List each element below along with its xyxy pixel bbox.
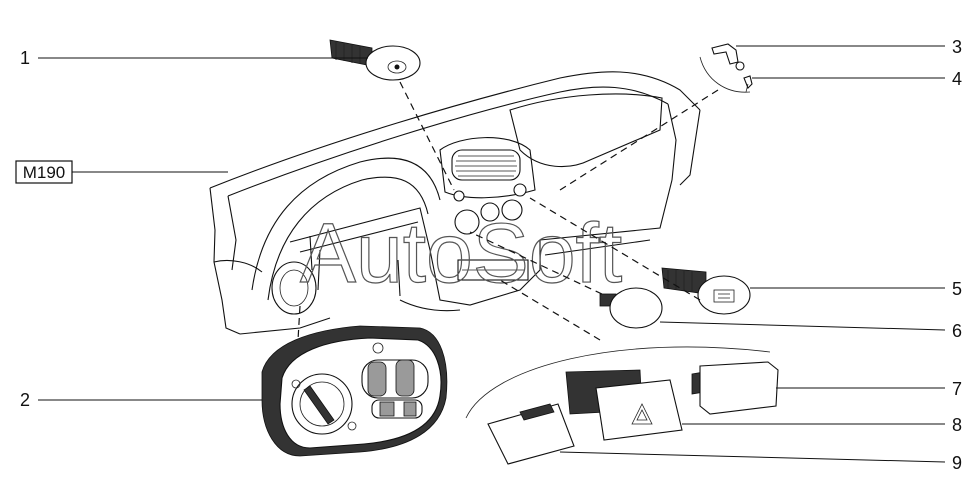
callout-8: 8 (952, 415, 962, 435)
parts-7-9-switch-group (465, 346, 779, 465)
dashboard-panel (209, 71, 701, 335)
part-6-round-plug (599, 287, 663, 329)
callout-1: 1 (20, 48, 30, 68)
callout-5: 5 (952, 279, 962, 299)
leader-lines (38, 45, 946, 463)
assembly-paths (297, 81, 719, 341)
callout-9: 9 (952, 453, 962, 473)
parts-3-4-fasteners (699, 43, 753, 93)
callout-7: 7 (952, 379, 962, 399)
section-code-box: M190 (15, 160, 73, 184)
callout-3: 3 (952, 37, 962, 57)
callout-6: 6 (952, 321, 962, 341)
callout-4: 4 (952, 69, 962, 89)
part-2-light-switch-module (261, 325, 448, 457)
watermark-text: AutoSoft (300, 206, 622, 300)
callout-2: 2 (20, 390, 30, 410)
section-code-text: M190 (23, 163, 66, 182)
part-1-round-switch (329, 39, 421, 81)
part-5-rear-defrost-switch (661, 267, 751, 315)
